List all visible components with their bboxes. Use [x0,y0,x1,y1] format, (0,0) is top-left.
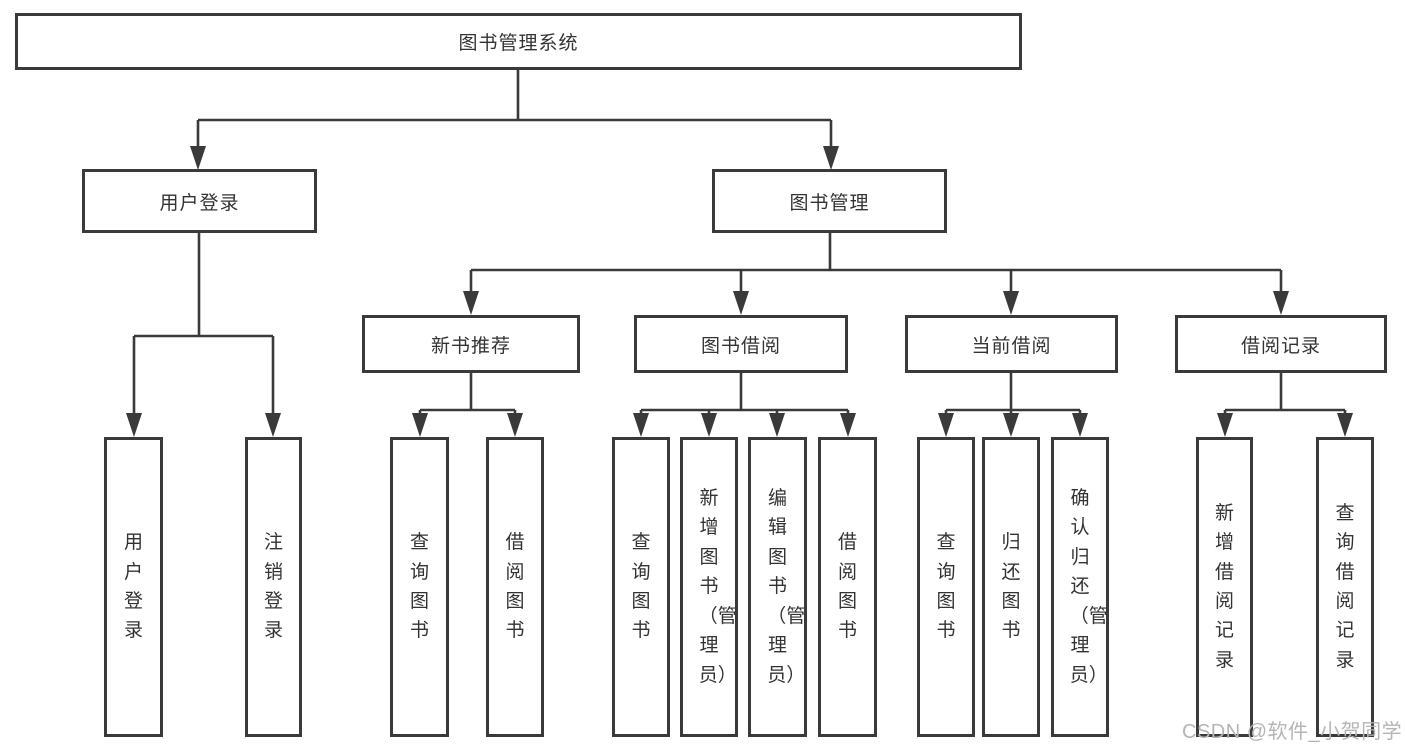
leaf-query-books-3: 查询图书 [917,437,975,737]
node-label: 用户登录 [159,192,240,214]
node-label: 借阅记录 [1240,335,1321,357]
leaf-label: 查询图书 [936,532,956,642]
watermark-text: CSDN @软件_小贺同学 [1182,721,1403,743]
leaf-label: 编辑图书（管理员） [767,487,806,686]
node-book-borrow: 图书借阅 [634,315,848,373]
leaf-label: 借阅图书 [505,532,525,642]
node-label: 图书管理 [789,192,870,214]
leaf-label: 查询图书 [409,532,429,642]
node-label: 图书借阅 [700,335,781,357]
leaf-logout-login: 注销登录 [245,437,302,737]
node-label: 当前借阅 [971,335,1052,357]
leaf-query-books-2: 查询图书 [612,437,670,737]
node-current-borrow: 当前借阅 [905,315,1118,373]
node-borrow-records: 借阅记录 [1175,315,1387,373]
leaf-add-books-admin: 新增图书（管理员） [680,437,738,737]
leaf-add-borrow-record: 新增借阅记录 [1196,437,1253,737]
node-user-login: 用户登录 [82,169,317,233]
node-book-management: 图书管理 [712,169,947,233]
leaf-label: 注销登录 [263,532,283,642]
leaf-label: 归还图书 [1001,532,1021,642]
node-label: 新书推荐 [430,335,511,357]
leaf-label: 新增图书（管理员） [698,487,737,686]
leaf-label: 查询借阅记录 [1335,502,1355,671]
leaf-user-login: 用户登录 [104,437,163,737]
leaf-query-books-1: 查询图书 [390,437,449,737]
leaf-label: 借阅图书 [837,532,857,642]
leaf-borrow-books-1: 借阅图书 [486,437,544,737]
leaf-label: 新增借阅记录 [1214,502,1234,671]
leaf-borrow-books-2: 借阅图书 [818,437,877,737]
node-library-management-system: 图书管理系统 [15,13,1022,70]
leaf-confirm-return-admin: 确认归还（管理员） [1051,437,1109,737]
leaf-label: 用户登录 [123,532,143,642]
leaf-return-books: 归还图书 [982,437,1040,737]
leaf-label: 查询图书 [631,532,651,642]
node-label: 图书管理系统 [458,33,579,54]
leaf-label: 确认归还（管理员） [1069,487,1108,686]
leaf-query-borrow-record: 查询借阅记录 [1316,437,1374,737]
node-new-book-recommend: 新书推荐 [362,315,580,373]
leaf-edit-books-admin: 编辑图书（管理员） [748,437,807,737]
